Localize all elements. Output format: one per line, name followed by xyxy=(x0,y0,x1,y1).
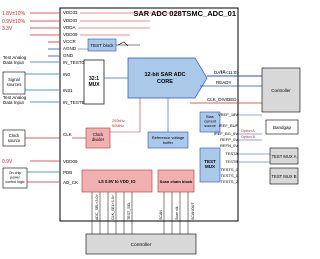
pin-gnd: GND xyxy=(63,53,74,58)
pin-pdb: PDB xyxy=(63,170,72,175)
option-a: Option A xyxy=(241,129,255,133)
adc-block-diagram: SAR ADC 028TSMC_ADC_01 1.8V±10% 0.9V±10%… xyxy=(2,7,301,255)
pin-in0: IN0 xyxy=(63,72,71,77)
pin-vdda: VDDA xyxy=(63,25,76,30)
level-shifter xyxy=(81,169,153,193)
supply-v18-a: 1.8V±10% xyxy=(2,11,26,17)
sel-adc: ADC_SEL<3:0> xyxy=(95,194,99,220)
pin-ad-ck: AD_CK xyxy=(63,180,78,185)
bandgap-label: Bandgap xyxy=(273,125,292,130)
sel-clk: CLK_SEL<1:0> xyxy=(111,195,115,220)
pin-ready: READY xyxy=(216,80,232,85)
pin-testb: TESTB xyxy=(225,159,238,164)
freq-note-2: 50MHz xyxy=(112,124,124,128)
sel-scanout: SCANOUT xyxy=(191,202,195,220)
controller-bottom-label: Controller xyxy=(131,242,152,248)
mux-label: 32:1 xyxy=(89,76,99,82)
switch-symbol xyxy=(117,41,129,47)
pin-vdd09-low: VDD09 xyxy=(63,159,78,164)
test-mux xyxy=(199,147,221,183)
adc-core-sub: CORE xyxy=(157,79,173,85)
signal-sources-box xyxy=(2,71,26,95)
supply-v09-a: 0.9V±10% xyxy=(2,19,26,25)
pin-refn: REFN_0V xyxy=(220,143,238,148)
scan-chain-label: Scan chain block xyxy=(160,179,193,184)
supply-v33: 3.3V xyxy=(2,26,13,32)
pin-clk: CLK xyxy=(63,132,72,137)
adc-core xyxy=(127,57,208,99)
test-mux-a xyxy=(269,147,299,165)
adc-core-title: 12-bit SAR ADC xyxy=(144,72,185,78)
mux-sub: MUX xyxy=(88,82,100,88)
pin-testa: TESTA xyxy=(225,151,238,156)
test-mux-a-label: TEST MUX A xyxy=(272,154,297,159)
scan-chain xyxy=(157,169,195,193)
bandgap-box xyxy=(265,119,299,135)
pin-tests1: TESTS_1 xyxy=(221,173,239,178)
controller-bottom xyxy=(85,233,197,255)
pin-vref: VREF_18V xyxy=(218,112,238,117)
level-shifter-label: LS 0.9V to VDD_IO xyxy=(99,179,137,184)
sel-scan: SCAN xyxy=(159,210,163,220)
pin-tests0: TESTS_0 xyxy=(221,167,239,172)
pin-in31: IN31 xyxy=(63,88,73,93)
freq-note-1: 200kHz xyxy=(112,119,125,123)
controller-right xyxy=(261,67,301,113)
onchip-power-box xyxy=(2,167,28,189)
pin-iref-buf: IREF_BUF xyxy=(219,123,239,128)
chip-title: SAR ADC 028TSMC_ADC_01 xyxy=(133,9,236,18)
option-b: Option B xyxy=(241,135,256,139)
pin-in-test0: IN_TEST0 xyxy=(63,60,85,65)
supply-v09-b: 0.9V xyxy=(2,159,13,165)
pin-clk-divided: CLK_DIVIDED xyxy=(207,97,237,102)
pin-vdd09: VDD09 xyxy=(63,32,78,37)
sel-test: TEST_SEL xyxy=(127,202,131,220)
test-mux-b-label: TEST MUX B xyxy=(271,174,296,179)
mux-block xyxy=(83,59,105,105)
pin-vdd33: VDD33 xyxy=(63,10,78,15)
sel-scan-clk: Scan clk xyxy=(175,206,179,220)
clock-divider xyxy=(85,127,111,149)
bottom-bus xyxy=(91,192,189,234)
pin-agnd: AGND xyxy=(63,46,77,51)
pin-data: DATA<11:0> xyxy=(214,70,239,75)
pin-iref-bg: IREF_BG_6V xyxy=(214,131,239,136)
pin-tests2: TESTS_2 xyxy=(221,179,239,184)
pin-vccr: VCCR xyxy=(63,39,77,44)
pin-in-testb: IN_TESTB xyxy=(63,100,85,105)
bus-width: 12 xyxy=(220,69,226,74)
pin-refp: REFP_0V xyxy=(220,137,238,142)
pin-vddio: VDDIO xyxy=(63,18,78,23)
bias-current xyxy=(199,111,221,133)
controller-right-label: Controller xyxy=(271,88,291,93)
test-mux-b xyxy=(269,167,299,185)
test-block-label: TEST block xyxy=(90,43,114,48)
